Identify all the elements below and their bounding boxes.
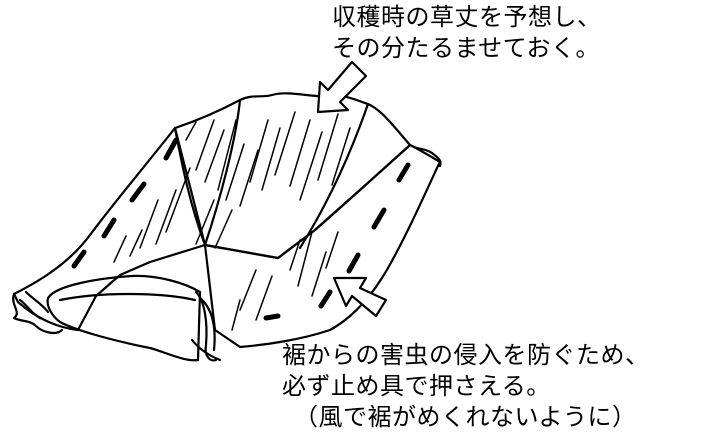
- annotation-top: 収穫時の草丈を予想し、 その分たるませておく。: [332, 2, 602, 64]
- annotation-top-line-1: 収穫時の草丈を予想し、: [332, 3, 602, 31]
- annotation-bottom-line-2: 必ず止め具で押さえる。: [282, 372, 551, 400]
- annotation-top-line-2: その分たるませておく。: [332, 34, 601, 62]
- arrow-down-left-icon: [316, 60, 368, 114]
- annotation-bottom: 裾からの害虫の侵入を防ぐため、 必ず止め具で押さえる。 （風で裾がめくれないよう…: [282, 340, 650, 433]
- arrow-left-icon: [332, 276, 388, 318]
- soil-mound: [46, 274, 202, 362]
- cover-right-panel: [203, 143, 442, 349]
- annotation-bottom-line-1: 裾からの害虫の侵入を防ぐため、: [282, 341, 650, 369]
- annotation-bottom-line-3: （風で裾がめくれないように）: [294, 403, 637, 431]
- cover-left-panel: [12, 126, 207, 332]
